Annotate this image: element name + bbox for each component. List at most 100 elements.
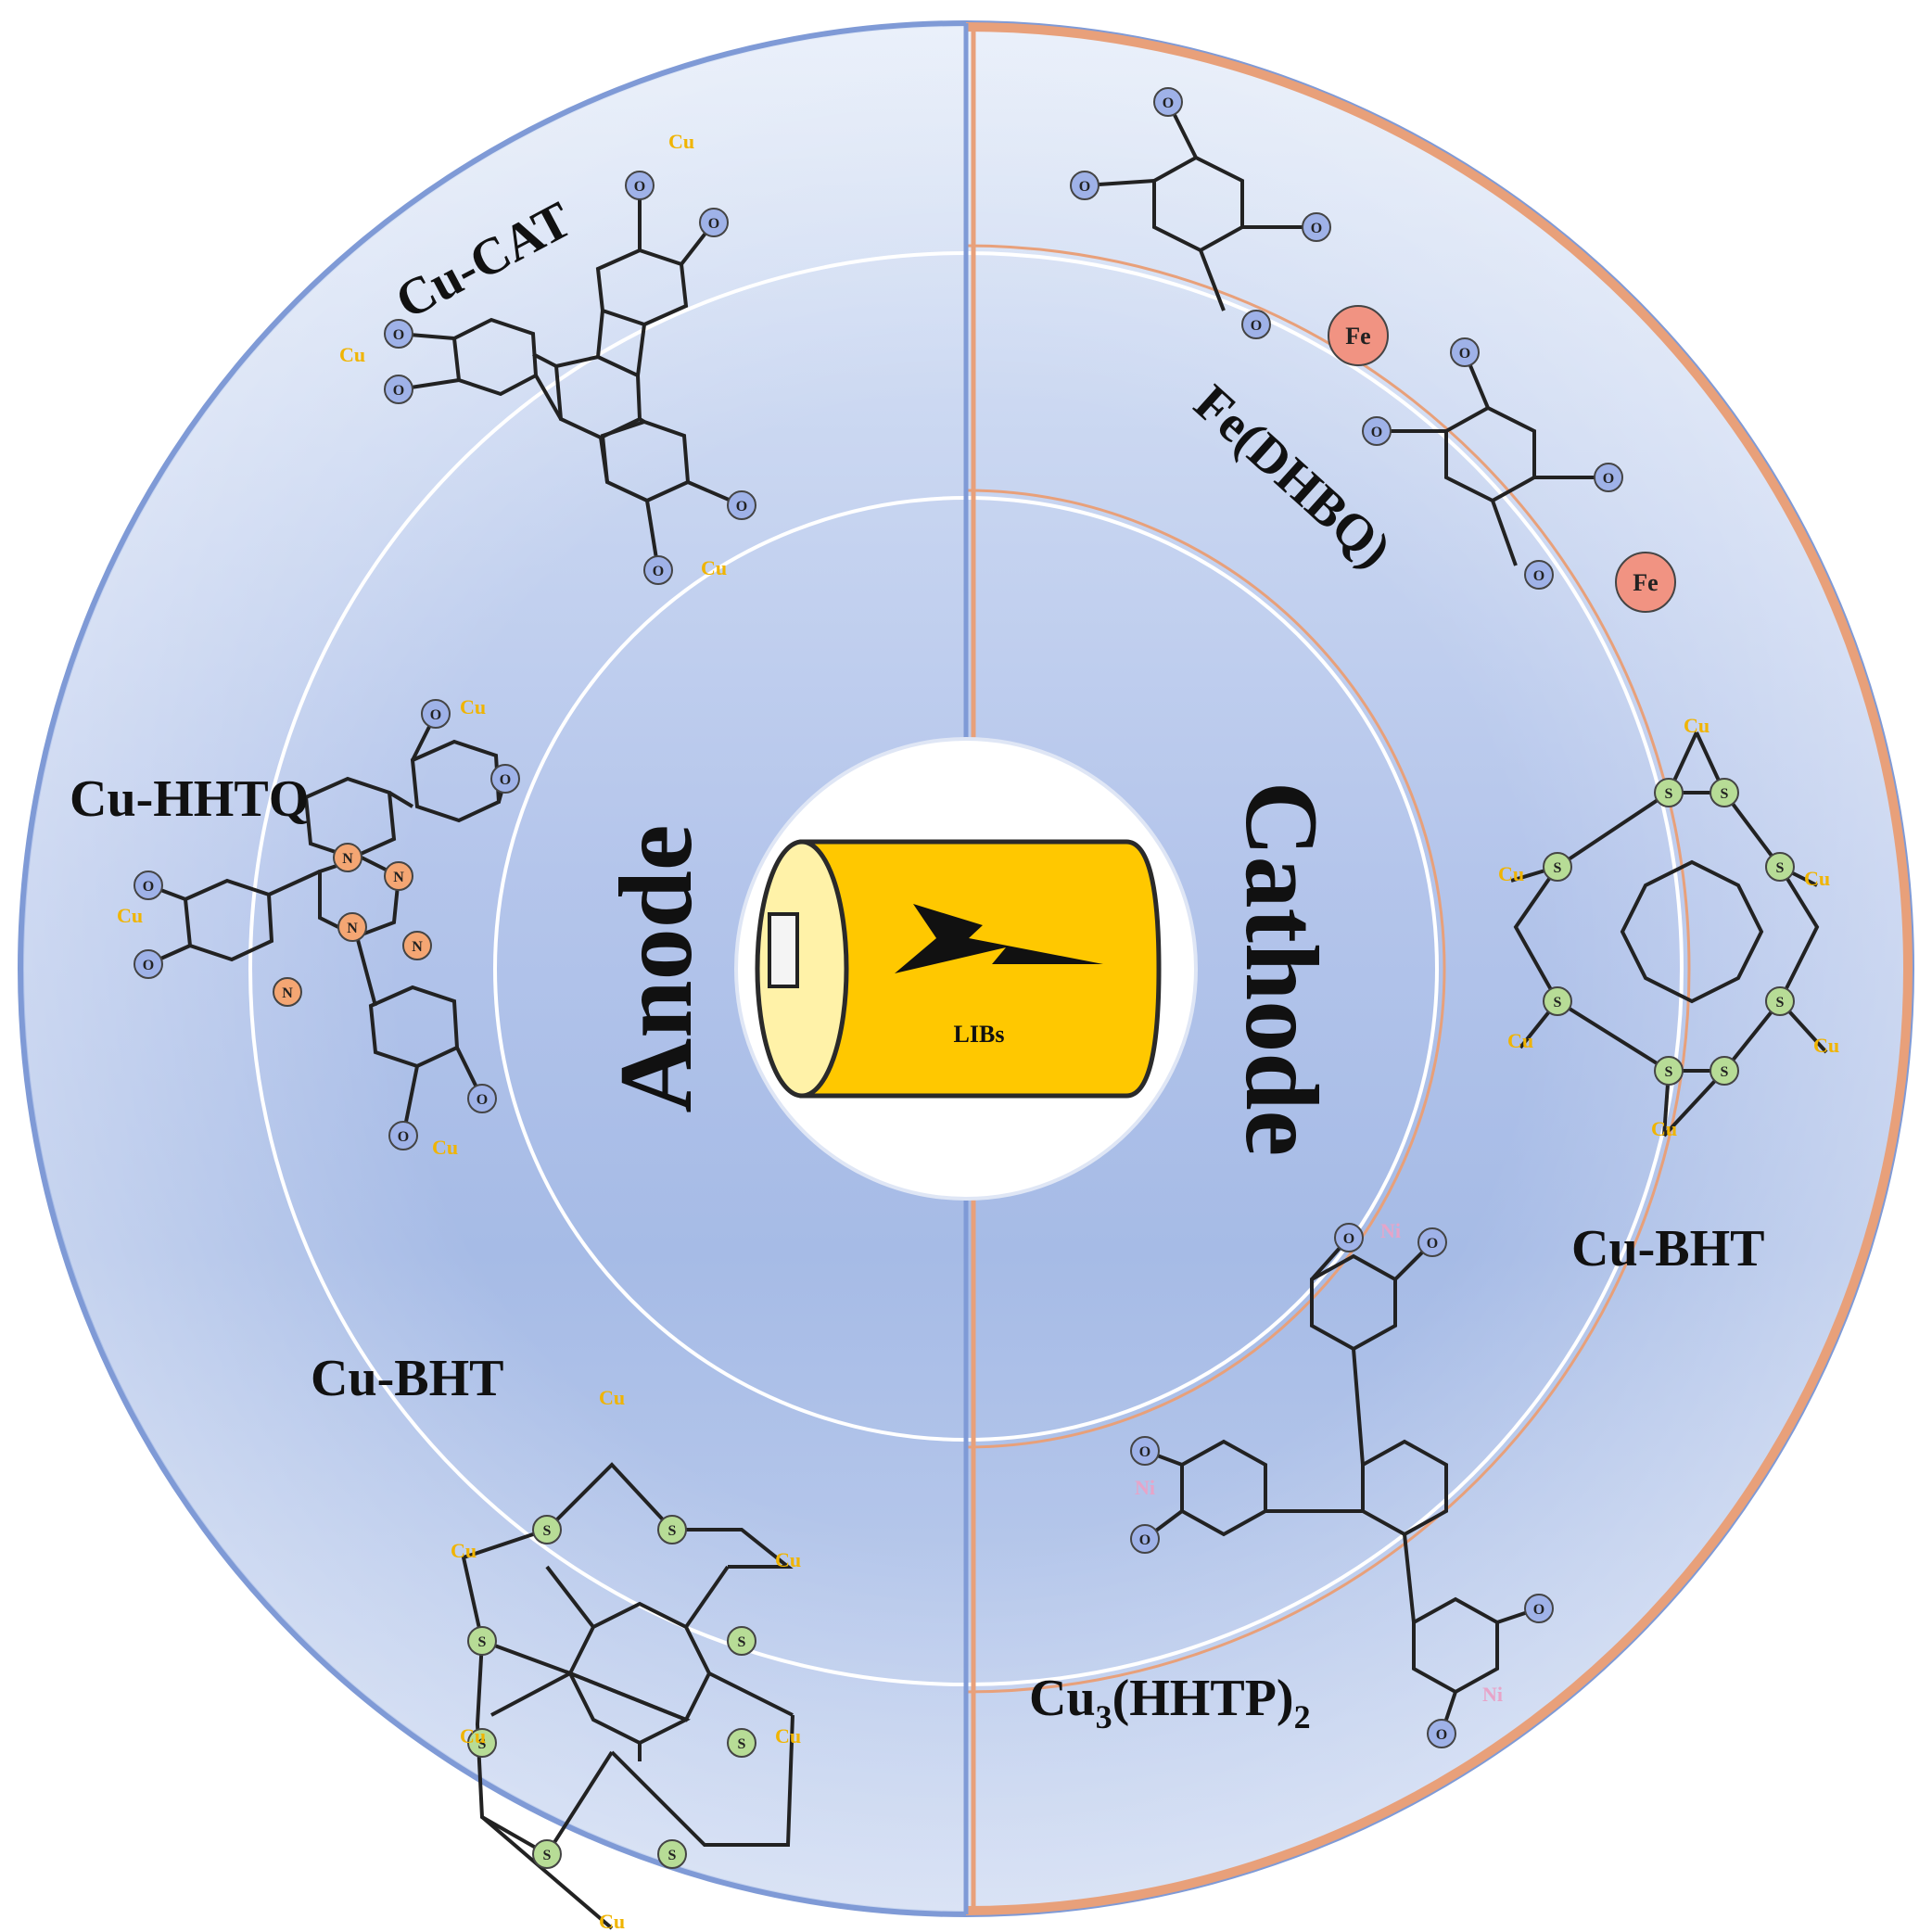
oxygen-atom-symbol: O [1251,318,1262,334]
nitrogen-atom-symbol: N [393,870,404,885]
cu3-hhtp2-sub2: 2 [1294,1698,1311,1735]
sulfur-atom: S [1765,986,1795,1016]
oxygen-atom: O [1427,1719,1456,1748]
cu3-hhtp2-mid: (HHTP) [1112,1670,1294,1727]
battery-icon: LIBs [755,839,1162,1099]
iron-atom-circle [1328,305,1389,366]
sulfur-atom-circle [467,1728,497,1758]
nitrogen-atom-symbol: N [282,985,293,1001]
sulfur-atom-symbol: S [1721,1064,1729,1080]
sulfur-atom: S [1543,986,1572,1016]
oxygen-atom-circle [699,208,729,237]
oxygen-atom-symbol: O [1459,346,1470,362]
sulfur-atom: S [1765,852,1795,882]
sulfur-atom: S [1710,1056,1739,1086]
sulfur-atom-symbol: S [478,1736,487,1752]
copper-node-label: Cu [775,1548,801,1571]
oxygen-atom-circle [1427,1719,1456,1748]
oxygen-atom-symbol: O [1436,1727,1447,1743]
sulfur-atom-symbol: S [1665,1064,1673,1080]
oxygen-atom: O [727,490,756,520]
cu-bht-cathode-label: Cu-BHT [1571,1220,1765,1277]
cu-hhtq-label: Cu-HHTQ [70,770,309,828]
cu-bht-anode-label: Cu-BHT [311,1350,504,1407]
sulfur-atom-symbol: S [543,1523,552,1539]
oxygen-atom-symbol: O [1427,1236,1438,1252]
cu3-hhtp2-base: Cu [1029,1670,1096,1727]
sulfur-atom-symbol: S [543,1848,552,1863]
oxygen-atom: O [1130,1436,1160,1466]
cu3-hhtp2-sub1: 3 [1096,1698,1112,1735]
oxygen-atom-circle [1302,212,1331,242]
oxygen-atom: O [1130,1524,1160,1554]
copper-node-label: Cu [1498,862,1524,885]
oxygen-atom-circle [133,949,163,979]
copper-node-label: Cu [1507,1029,1533,1052]
oxygen-atom: O [1450,337,1480,367]
copper-node-label: Cu [1651,1117,1677,1140]
copper-node-label: Cu [775,1724,801,1748]
sulfur-atom: S [727,1626,756,1656]
sulfur-atom: S [1543,852,1572,882]
oxygen-atom-symbol: O [1371,425,1382,440]
nitrogen-atom-circle [384,861,413,891]
sulfur-atom-symbol: S [1776,860,1785,876]
oxygen-atom: O [1362,416,1392,446]
oxygen-atom-circle [384,375,413,404]
oxygen-atom: O [625,171,655,200]
nitrogen-atom-symbol: N [342,851,353,867]
oxygen-atom-circle [490,764,520,794]
oxygen-atom-symbol: O [1343,1231,1354,1247]
oxygen-atom-circle [1130,1436,1160,1466]
oxygen-atom-symbol: O [477,1092,488,1108]
iron-atom-circle [1615,552,1676,613]
nitrogen-atom: N [337,912,367,942]
lightning-bolt-icon [895,904,1103,973]
oxygen-atom: O [1241,310,1271,339]
oxygen-atom-circle [625,171,655,200]
oxygen-atom-circle [388,1121,418,1150]
oxygen-atom-circle [1594,463,1623,492]
oxygen-atom-circle [1070,171,1099,200]
oxygen-atom: O [384,375,413,404]
oxygen-atom-circle [1524,560,1554,590]
iron-atom-symbol: Fe [1633,569,1658,596]
oxygen-atom: O [1070,171,1099,200]
sulfur-atom: S [1654,1056,1684,1086]
sulfur-atom-symbol: S [1776,995,1785,1010]
sulfur-atom-circle [727,1626,756,1656]
oxygen-atom-symbol: O [1139,1532,1150,1548]
oxygen-atom-symbol: O [1079,179,1090,195]
nitrogen-atom: N [384,861,413,891]
copper-node-label: Cu [1804,867,1830,890]
sulfur-atom-circle [1654,1056,1684,1086]
oxygen-atom-symbol: O [634,179,645,195]
nitrogen-atom-circle [333,843,362,872]
oxygen-atom-symbol: O [736,499,747,515]
oxygen-atom-symbol: O [708,216,719,232]
sulfur-atom-circle [727,1728,756,1758]
oxygen-atom: O [1524,1594,1554,1623]
oxygen-atom-circle [1524,1594,1554,1623]
oxygen-atom-circle [421,699,451,729]
battery-label: LIBs [954,1021,1005,1048]
sulfur-atom-symbol: S [738,1634,746,1650]
copper-node-label: Cu [1813,1034,1839,1057]
nickel-node-label: Ni [1482,1683,1503,1706]
copper-node-label: Cu [432,1136,458,1159]
nickel-node-label: Ni [1135,1476,1155,1499]
copper-node-label: Cu [701,556,727,579]
sulfur-atom-circle [1543,986,1572,1016]
oxygen-atom: O [490,764,520,794]
sulfur-atom-symbol: S [1554,995,1562,1010]
sulfur-atom-circle [657,1515,687,1544]
sulfur-atom: S [532,1515,562,1544]
oxygen-atom-symbol: O [1603,471,1614,487]
sulfur-atom-circle [532,1839,562,1869]
sulfur-atom: S [657,1515,687,1544]
copper-node-label: Cu [599,1386,625,1409]
oxygen-atom-circle [133,871,163,900]
oxygen-atom-symbol: O [653,564,664,579]
nitrogen-atom-circle [402,931,432,960]
